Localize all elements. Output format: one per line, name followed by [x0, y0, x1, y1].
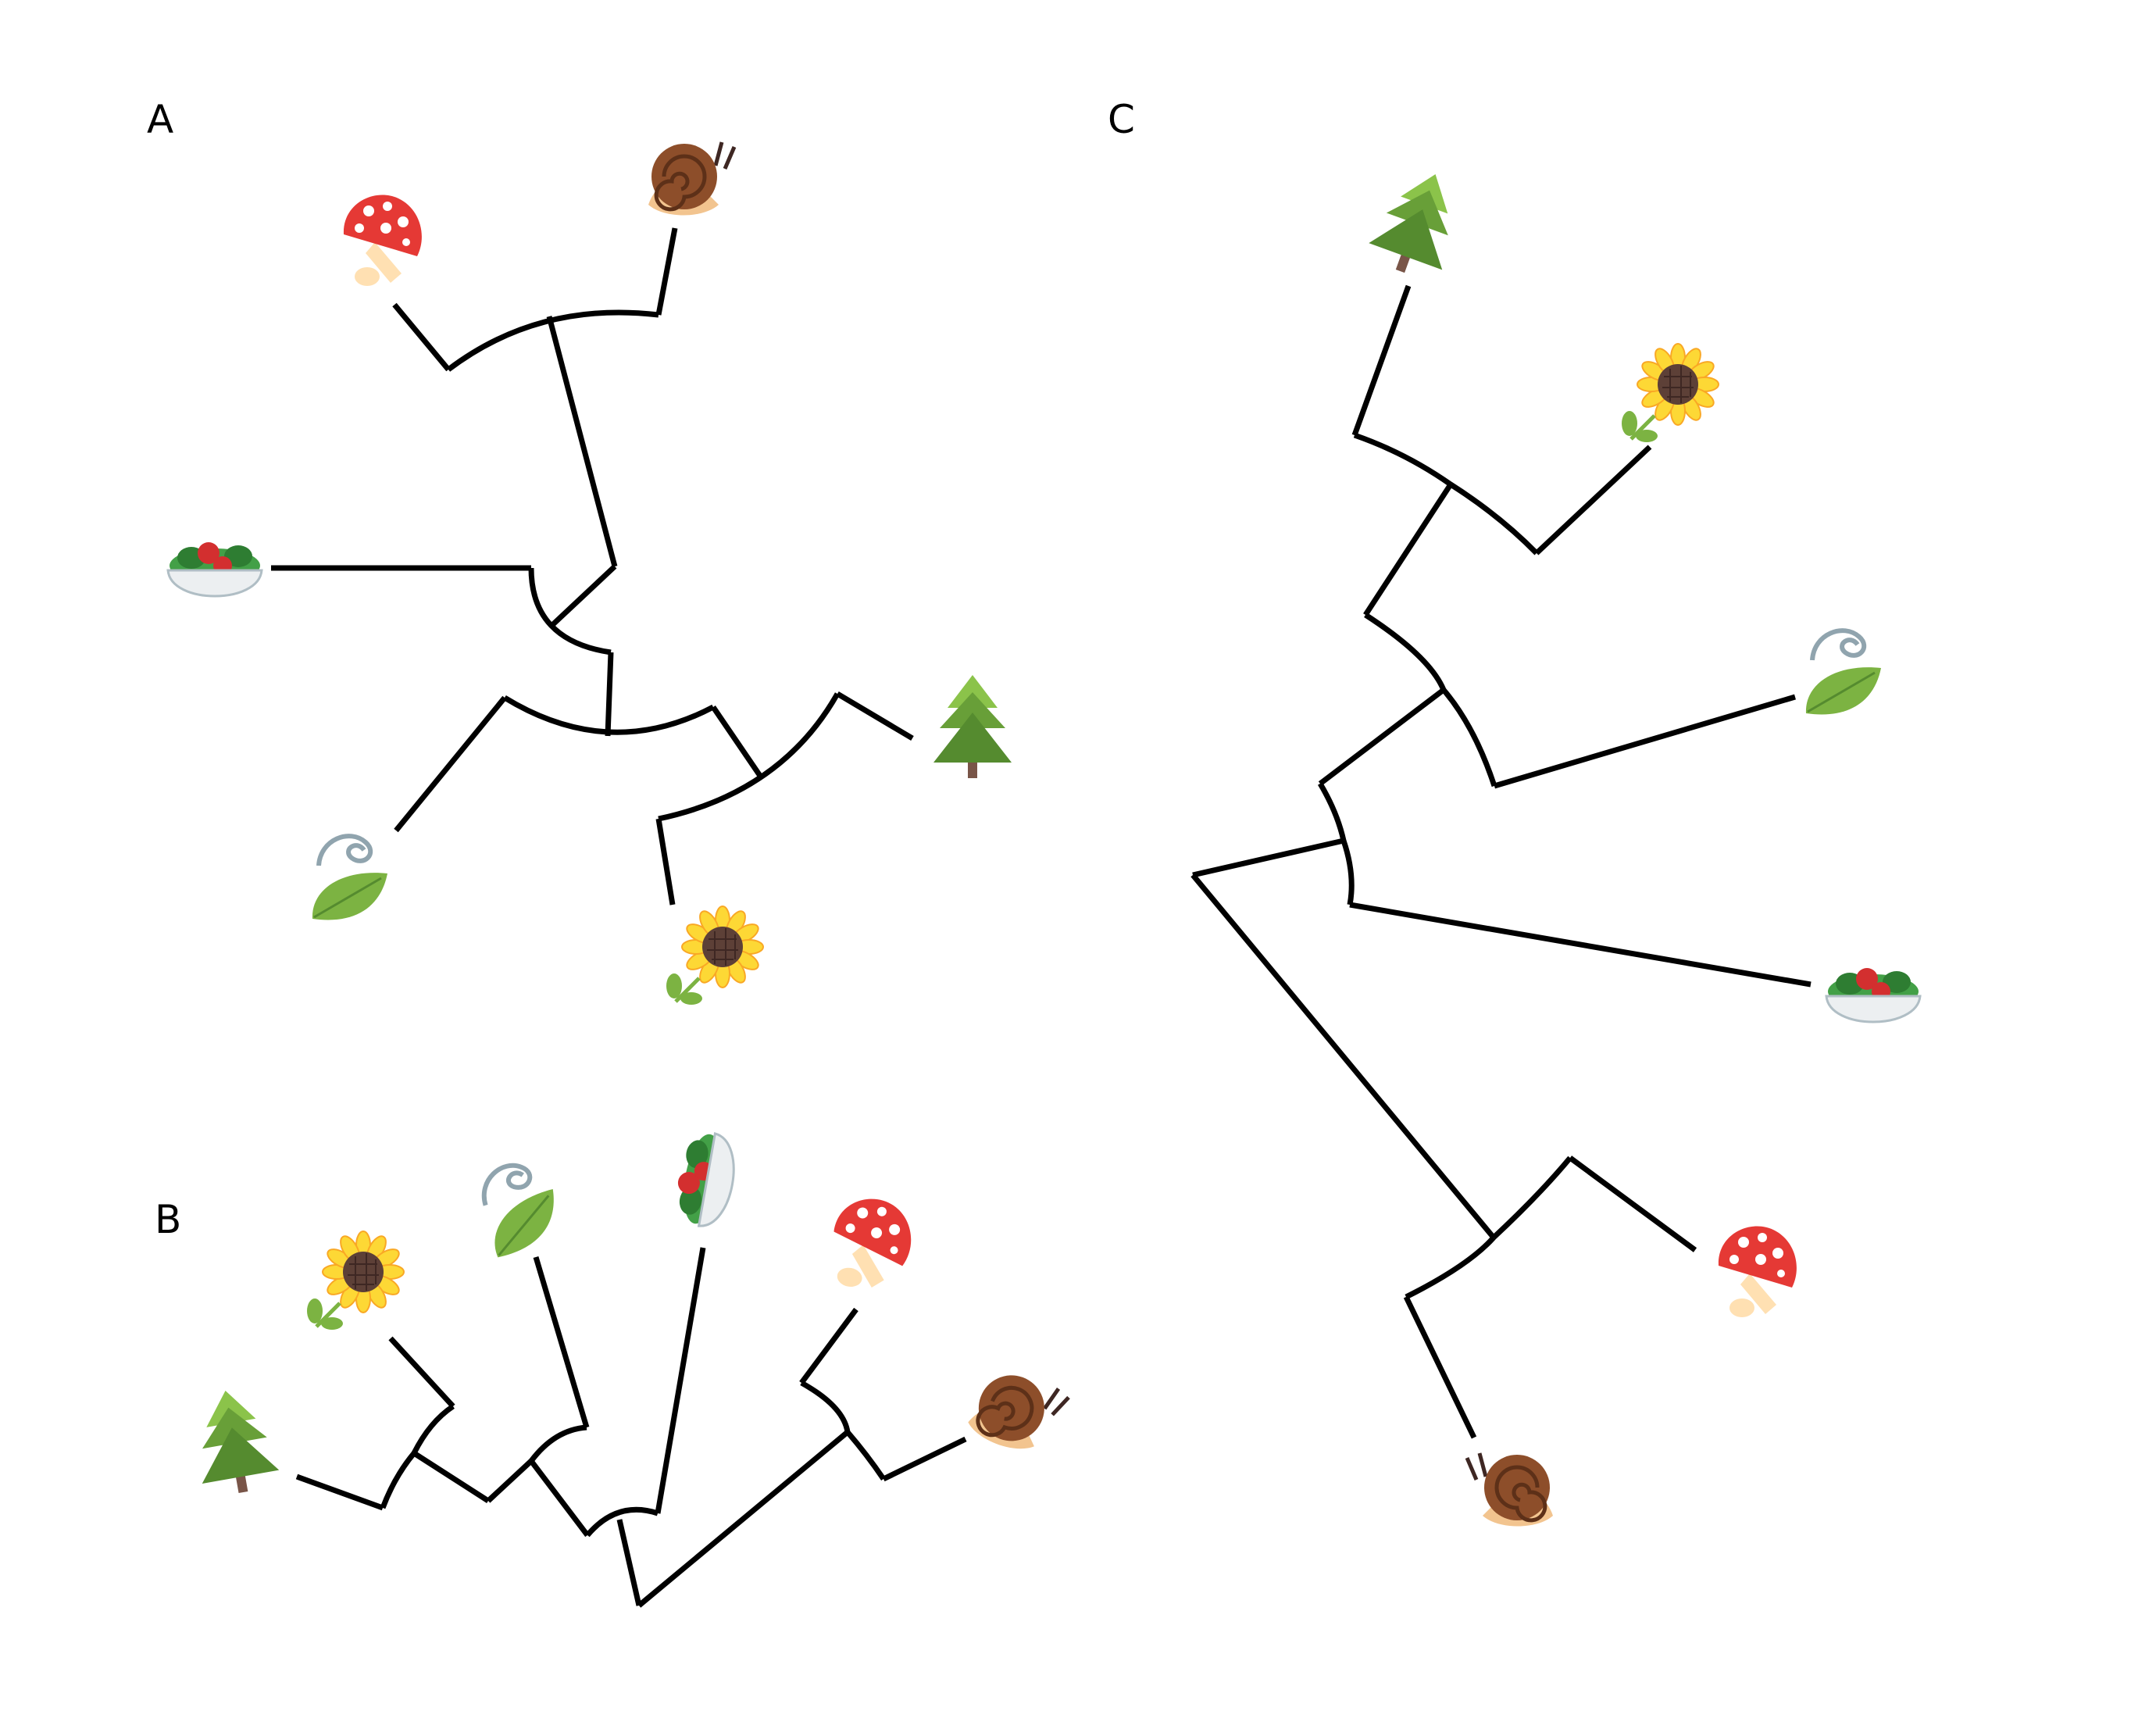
- branch-b-leaf: [533, 1256, 590, 1429]
- branch-b-right-arc: [800, 1380, 851, 1433]
- branch-a-leaf: [394, 695, 507, 833]
- leaf-in-wind-icon: [312, 836, 387, 920]
- branch-a-mushroom: [392, 302, 451, 372]
- leaf-in-wind-icon: [1806, 630, 1881, 714]
- branch-b-salad: [655, 1247, 706, 1514]
- branch-c-top-arc: [1353, 432, 1453, 487]
- sunflower-icon: [307, 1231, 404, 1330]
- branch-a-top-arc: [446, 309, 659, 372]
- branch-b-leaf-arc: [529, 1424, 587, 1463]
- branch-c-lower-arc: [1405, 1235, 1496, 1300]
- branch-c-root: [1192, 838, 1344, 878]
- panel-label-b: B: [155, 1197, 181, 1242]
- mushroom-icon: [343, 195, 422, 286]
- branch-b-tree-arc: [380, 1451, 416, 1509]
- branch-b-root-left: [616, 1519, 642, 1606]
- panel-label-a: A: [147, 97, 173, 142]
- branch-b-right-low: [845, 1430, 886, 1481]
- branch-a-right-arc: [658, 692, 841, 822]
- branch-a-lower-arc: [503, 695, 715, 735]
- branch-a-center: [605, 652, 614, 737]
- branch-c-upper-knot: [1317, 782, 1347, 841]
- branch-a-top-stem: [546, 316, 618, 567]
- branch-c-root-lower: [1190, 873, 1496, 1240]
- branch-a-snail: [655, 227, 678, 316]
- branch-b-mushroom: [799, 1307, 858, 1385]
- branch-c-mush-arc: [1491, 1156, 1572, 1240]
- snail-icon: [1467, 1453, 1553, 1527]
- branch-c-sun-arc: [1449, 482, 1539, 555]
- snail-icon: [965, 1363, 1070, 1461]
- branch-c-top-stem: [1363, 483, 1453, 616]
- branch-c-sunflower: [1534, 445, 1652, 555]
- branch-b-root: [637, 1430, 850, 1608]
- branch-a-right-stem: [711, 705, 762, 777]
- branch-a-mid-link: [550, 564, 617, 627]
- branch-b-snail: [882, 1436, 967, 1482]
- branch-b-leftstem: [486, 1459, 534, 1503]
- branch-b-tree: [295, 1473, 384, 1511]
- branch-b-sun-arc: [411, 1404, 455, 1455]
- panel-b-tree: [187, 1127, 1070, 1608]
- branch-c-upper-arc: [1364, 613, 1447, 691]
- branch-b-sunflower: [388, 1336, 455, 1409]
- salad-icon: [669, 1127, 742, 1232]
- evergreen-tree-icon: [187, 1384, 282, 1499]
- evergreen-tree-icon: [1363, 160, 1472, 285]
- leaf-in-wind-icon: [469, 1154, 569, 1259]
- sunflower-icon: [666, 906, 763, 1005]
- branch-c-salad: [1349, 902, 1812, 988]
- branch-a-salad-arc: [528, 567, 612, 655]
- evergreen-tree-icon: [933, 675, 1012, 778]
- branch-c-mushroom: [1568, 1156, 1697, 1252]
- branch-b-mid: [529, 1459, 590, 1538]
- branch-c-leaf: [1494, 694, 1796, 789]
- branch-c-upper-stem: [1318, 688, 1446, 786]
- panel-label-c: C: [1108, 97, 1135, 142]
- branch-a-tree: [836, 691, 914, 741]
- branch-b-lefty: [412, 1451, 490, 1503]
- branch-c-leaf-arc: [1441, 688, 1497, 788]
- salad-icon: [166, 541, 263, 598]
- branch-b-salad-knot: [585, 1506, 659, 1538]
- salad-icon: [1825, 966, 1922, 1023]
- branch-a-sunflower: [655, 818, 676, 906]
- branch-c-salad-knot: [1340, 839, 1355, 906]
- panel-a-tree: [166, 142, 1012, 1005]
- branch-c-tree: [1351, 284, 1412, 437]
- snail-icon: [648, 142, 734, 216]
- sunflower-icon: [1622, 344, 1719, 442]
- branch-c-snail: [1403, 1295, 1477, 1439]
- mushroom-icon: [1718, 1226, 1797, 1317]
- panel-c-tree: [1190, 160, 1922, 1527]
- mushroom-icon: [824, 1192, 918, 1296]
